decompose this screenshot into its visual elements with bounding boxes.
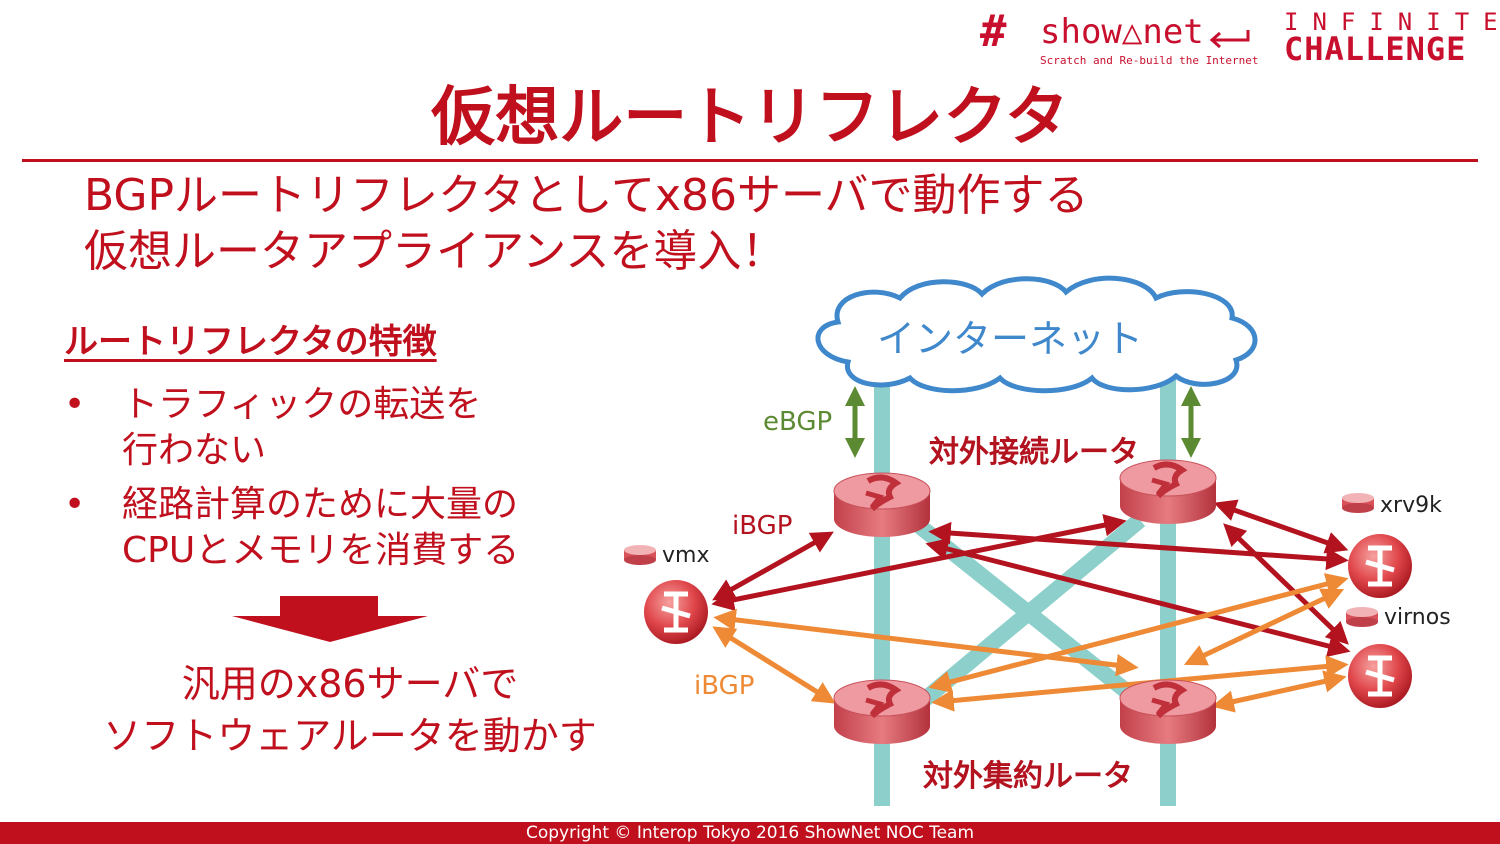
bullet-item: • トラフィックの転送を 行わない — [64, 382, 584, 478]
ibgp-orange-session — [1211, 670, 1347, 713]
down-arrow-icon — [232, 596, 428, 642]
footer-copyright: Copyright © Interop Tokyo 2016 ShowNet N… — [525, 823, 975, 843]
infinite-challenge-line2: CHALLENGE — [1284, 30, 1467, 68]
shownet-logo-tagline: Scratch and Re-build the Internet — [1040, 54, 1259, 67]
router-upper-left — [833, 472, 931, 537]
rr-vmx-small-icon — [624, 545, 656, 565]
bullet-item: • 経路計算のために大量の CPUとメモリを消費する — [64, 482, 604, 578]
ibgp-red-session — [1213, 499, 1349, 554]
rr-vmx: vmx — [624, 543, 709, 644]
conclusion-text: 汎用のx86サーバで ソフトウェアルータを動かす — [70, 658, 630, 762]
rr-vmx-label: vmx — [662, 543, 709, 568]
ebgp-label: eBGP — [763, 407, 832, 437]
ibgp-label-red: iBGP — [732, 511, 792, 541]
router-lower-right — [1119, 679, 1217, 744]
rr-xrv9k-label: xrv9k — [1380, 493, 1442, 518]
return-arrow-icon — [1209, 30, 1250, 49]
bullet-text: 経路計算のために大量の CPUとメモリを消費する — [122, 484, 520, 571]
bullet-marker: • — [64, 384, 86, 425]
conclusion-line-2: ソフトウェアルータを動かす — [103, 714, 597, 758]
lead-line-2: 仮想ルータアプライアンスを導入！ — [84, 226, 786, 277]
upper-routers-label: 対外接続ルータ — [929, 435, 1139, 470]
ibgp-label-orange: iBGP — [694, 671, 754, 701]
slide-title: 仮想ルートリフレクタ — [431, 81, 1069, 155]
internet-cloud — [815, 275, 1258, 394]
features-heading: ルートリフレクタの特徴 — [64, 322, 437, 362]
lead-line-1: BGPルートリフレクタとしてx86サーバで動作する — [84, 170, 1089, 221]
ibgp-orange-sessions — [712, 573, 1349, 713]
shownet-logo-name: show△net — [1040, 12, 1204, 52]
bullet-text: トラフィックの転送を 行わない — [122, 384, 482, 471]
conclusion-line-1: 汎用のx86サーバで — [181, 662, 519, 706]
footer-bar — [0, 822, 1500, 844]
rr-virnos: virnos — [1346, 605, 1451, 708]
rr-xrv9k-small-icon — [1342, 493, 1374, 513]
title-divider — [22, 159, 1478, 162]
rr-virnos-small-icon — [1346, 607, 1378, 627]
bullet-marker: • — [64, 484, 86, 525]
router-lower-left — [833, 679, 931, 744]
infinite-challenge-line1: INFINITE — [1284, 8, 1500, 36]
lead-text: BGPルートリフレクタとしてx86サーバで動作する 仮想ルータアプライアンスを導… — [84, 168, 1089, 280]
shownet-logo-hash: # — [980, 6, 1007, 57]
rr-xrv9k: xrv9k — [1342, 493, 1442, 598]
ibgp-red-session — [712, 531, 834, 601]
ibgp-orange-session — [1183, 588, 1345, 666]
rr-virnos-label: virnos — [1384, 605, 1451, 630]
internet-label: インターネット — [877, 317, 1143, 361]
router-upper-right — [1119, 459, 1217, 524]
lower-routers-label: 対外集約ルータ — [923, 759, 1133, 794]
infinite-challenge-logo: INFINITE CHALLENGE — [1284, 8, 1500, 68]
